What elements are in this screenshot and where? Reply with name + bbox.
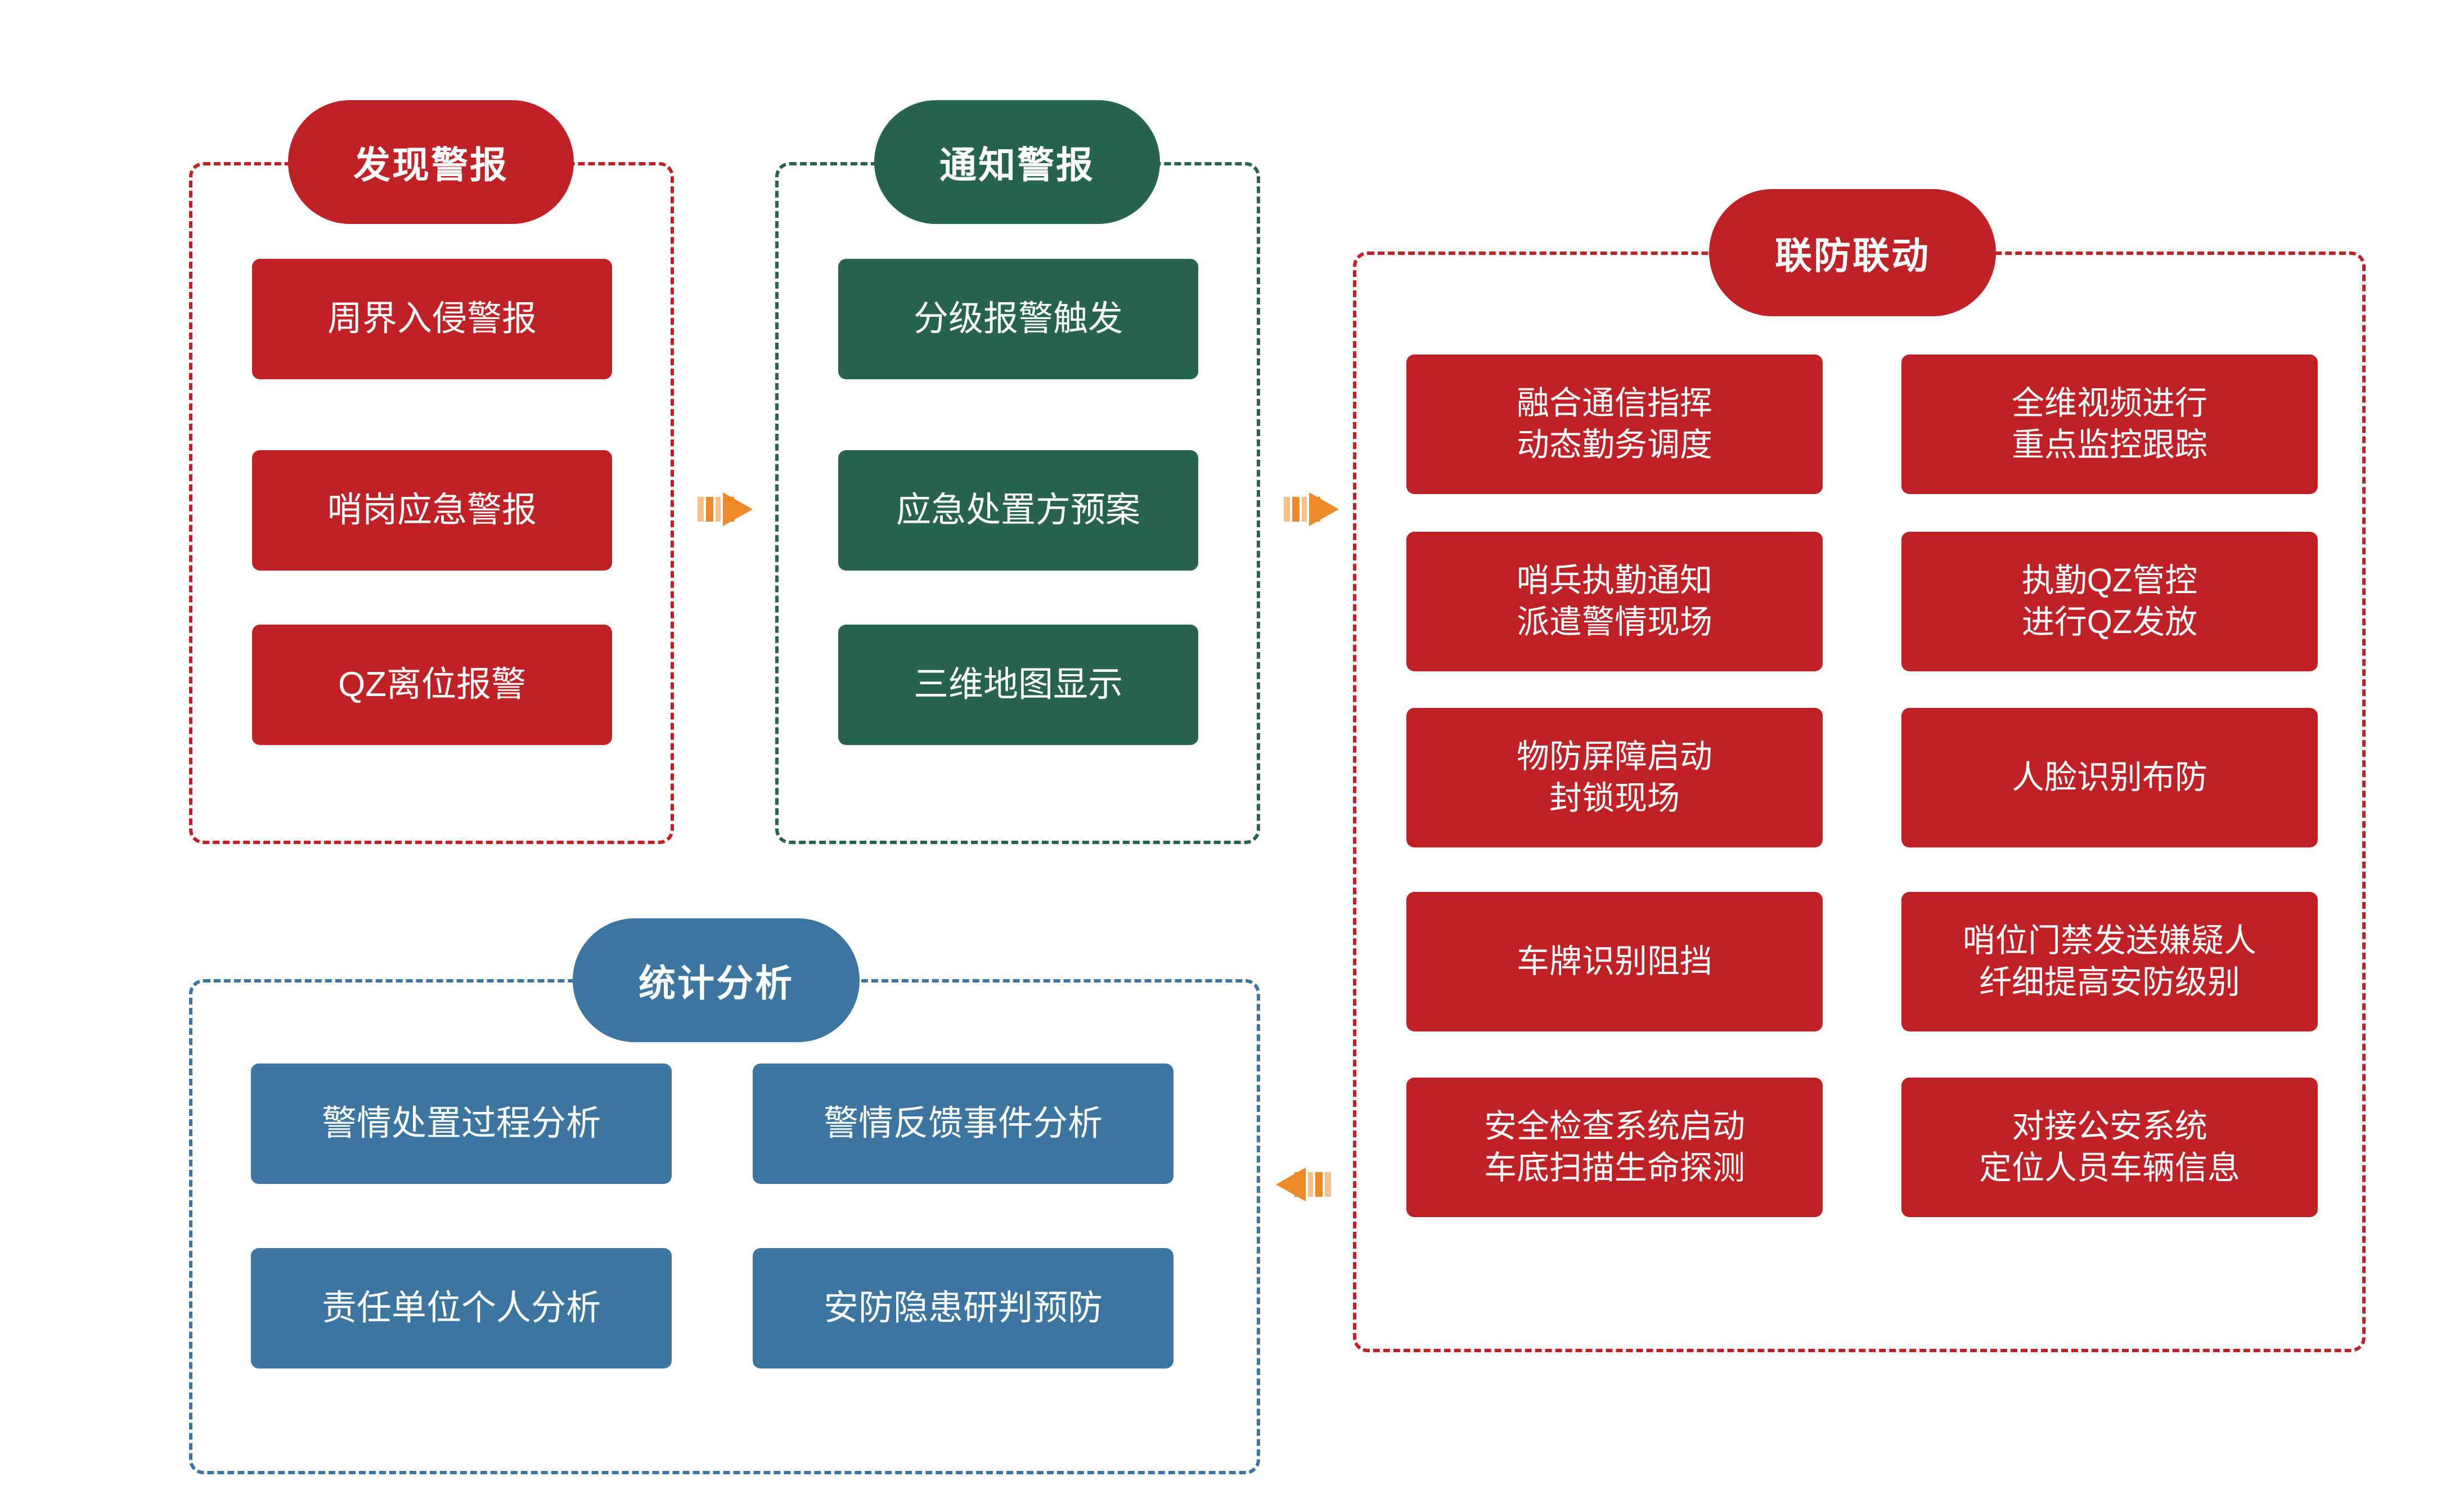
card-joint-6[interactable]: 人脸识别布防 [1901, 708, 2318, 847]
card-line: 执勤QZ管控 [2021, 562, 2198, 599]
card-line: 责任单位个人分析 [321, 1289, 601, 1328]
arrow-right-icon [698, 492, 753, 526]
card-line: 安全检查系统启动 [1483, 1107, 1745, 1145]
card-line: 对接公安系统 [2011, 1107, 2207, 1145]
arrow-discover-to-notify [696, 481, 758, 537]
card-joint-8[interactable]: 哨位门禁发送嫌疑人 纤细提高安防级别 [1901, 892, 2318, 1031]
panel-title-discover-alarm[interactable]: 发现警报 [288, 100, 574, 224]
arrow-left-icon [1276, 1168, 1331, 1201]
card-stat-4[interactable]: 安防隐患研判预防 [753, 1248, 1173, 1369]
card-line: 车底扫描生命探测 [1483, 1150, 1745, 1186]
card-line: 应急处置方预案 [896, 491, 1140, 530]
card-stat-3[interactable]: 责任单位个人分析 [251, 1248, 672, 1369]
card-line: 纤细提高安防级别 [1979, 964, 2240, 1001]
panel-title-label: 联防联动 [1775, 235, 1930, 276]
card-notify-1[interactable]: 分级报警触发 [838, 259, 1198, 379]
card-line: 分级报警触发 [913, 299, 1123, 339]
card-line: 人脸识别布防 [2011, 759, 2207, 796]
card-discover-2[interactable]: 哨岗应急警报 [252, 450, 612, 571]
card-line: 哨岗应急警报 [327, 491, 537, 530]
card-line: 进行QZ发放 [2021, 604, 2198, 640]
panel-title-label: 通知警报 [939, 144, 1095, 186]
card-line: 封锁现场 [1549, 780, 1680, 816]
card-joint-5[interactable]: 物防屏障启动 封锁现场 [1406, 708, 1823, 847]
panel-statistics-analysis [189, 979, 1260, 1474]
card-line: 物防屏障启动 [1516, 738, 1712, 775]
card-line: 重点监控跟踪 [2011, 427, 2207, 463]
card-line: 派遣警情现场 [1516, 604, 1712, 640]
card-line: 车牌识别阻挡 [1516, 943, 1712, 980]
card-line: 融合通信指挥 [1516, 384, 1712, 421]
card-line: 安防隐患研判预防 [823, 1289, 1103, 1328]
panel-title-label: 发现警报 [353, 144, 509, 186]
card-line: 哨位门禁发送嫌疑人 [1962, 922, 2256, 959]
card-line: 警情处置过程分析 [321, 1104, 601, 1143]
card-line: 定位人员车辆信息 [1979, 1150, 2240, 1186]
panel-title-statistics-analysis[interactable]: 统计分析 [573, 918, 860, 1042]
panel-title-notify-alarm[interactable]: 通知警报 [874, 100, 1160, 224]
card-discover-3[interactable]: QZ离位报警 [252, 625, 612, 745]
card-joint-9[interactable]: 安全检查系统启动 车底扫描生命探测 [1406, 1078, 1823, 1217]
card-discover-1[interactable]: 周界入侵警报 [252, 259, 612, 379]
card-joint-3[interactable]: 哨兵执勤通知 派遣警情现场 [1406, 532, 1823, 671]
card-line: 警情反馈事件分析 [823, 1104, 1103, 1143]
card-notify-3[interactable]: 三维地图显示 [838, 625, 1198, 745]
panel-title-label: 统计分析 [639, 962, 794, 1004]
card-joint-10[interactable]: 对接公安系统 定位人员车辆信息 [1901, 1078, 2318, 1217]
arrow-joint-to-statistics [1270, 1156, 1332, 1213]
card-line: 全维视频进行 [2011, 384, 2207, 421]
card-joint-2[interactable]: 全维视频进行 重点监控跟踪 [1901, 355, 2318, 494]
panel-title-joint-defense[interactable]: 联防联动 [1709, 189, 1996, 316]
card-joint-1[interactable]: 融合通信指挥 动态勤务调度 [1406, 355, 1823, 494]
arrow-right-icon [1284, 492, 1339, 526]
card-joint-4[interactable]: 执勤QZ管控 进行QZ发放 [1901, 532, 2318, 671]
card-line: 动态勤务调度 [1516, 427, 1712, 463]
card-notify-2[interactable]: 应急处置方预案 [838, 450, 1198, 571]
card-line: QZ离位报警 [338, 665, 527, 705]
card-line: 哨兵执勤通知 [1516, 562, 1712, 599]
card-stat-1[interactable]: 警情处置过程分析 [251, 1064, 672, 1184]
arrow-notify-to-joint [1283, 481, 1345, 537]
card-line: 三维地图显示 [913, 665, 1123, 705]
card-stat-2[interactable]: 警情反馈事件分析 [753, 1064, 1173, 1184]
card-joint-7[interactable]: 车牌识别阻挡 [1406, 892, 1823, 1031]
card-line: 周界入侵警报 [327, 299, 537, 339]
